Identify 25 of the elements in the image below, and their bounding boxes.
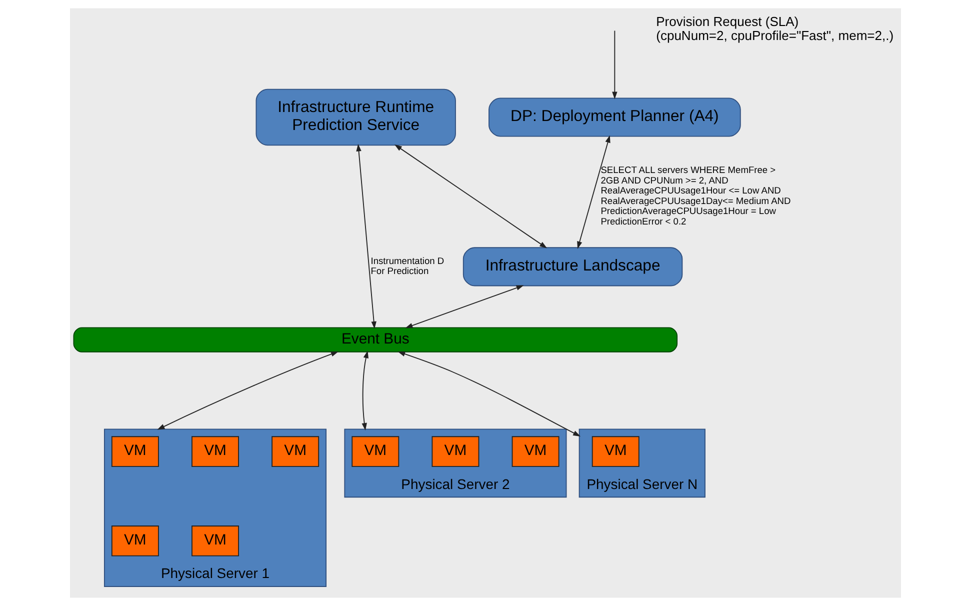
node-box: VM xyxy=(592,436,640,467)
label: (cpuNum=2, cpuProfile="Fast", mem=2,.) xyxy=(656,28,894,44)
node-box: VM xyxy=(512,436,560,467)
arrow xyxy=(405,285,524,328)
node-box: Event Bus xyxy=(73,327,678,352)
node-box: VM xyxy=(192,526,239,556)
arrow xyxy=(398,352,581,436)
arrow xyxy=(157,351,338,430)
node-box: VM xyxy=(111,436,159,467)
arrow xyxy=(612,30,618,100)
node-box: VM xyxy=(432,436,480,467)
arrow xyxy=(394,144,548,248)
node-box: Infrastructure Landscape xyxy=(462,247,683,286)
node-box: VM xyxy=(352,436,400,467)
edge-label: SELECT ALL servers WHERE MemFree > 2GB AND CPUNum >= 2, AND RealAverageCPUUsage1Hour <= Low AND RealAverageCPUUsage1Day<= Medium AND PredictionAverageCPUUsage1Hour = Low PredictionError < 0.2 xyxy=(600,165,791,226)
edge-label: Instrumentation D For Prediction xyxy=(370,256,444,276)
node-box: VM xyxy=(272,436,320,467)
label: Provision Request (SLA) xyxy=(656,14,799,30)
node-box: DP: Deployment Planner (A4) xyxy=(488,98,741,137)
arrow xyxy=(356,144,376,329)
arrow xyxy=(577,135,610,249)
arrow xyxy=(362,350,368,431)
node-box: VM xyxy=(111,526,159,556)
node-box: Infrastructure Runtime Prediction Service xyxy=(256,88,456,146)
node-box: VM xyxy=(192,436,239,467)
